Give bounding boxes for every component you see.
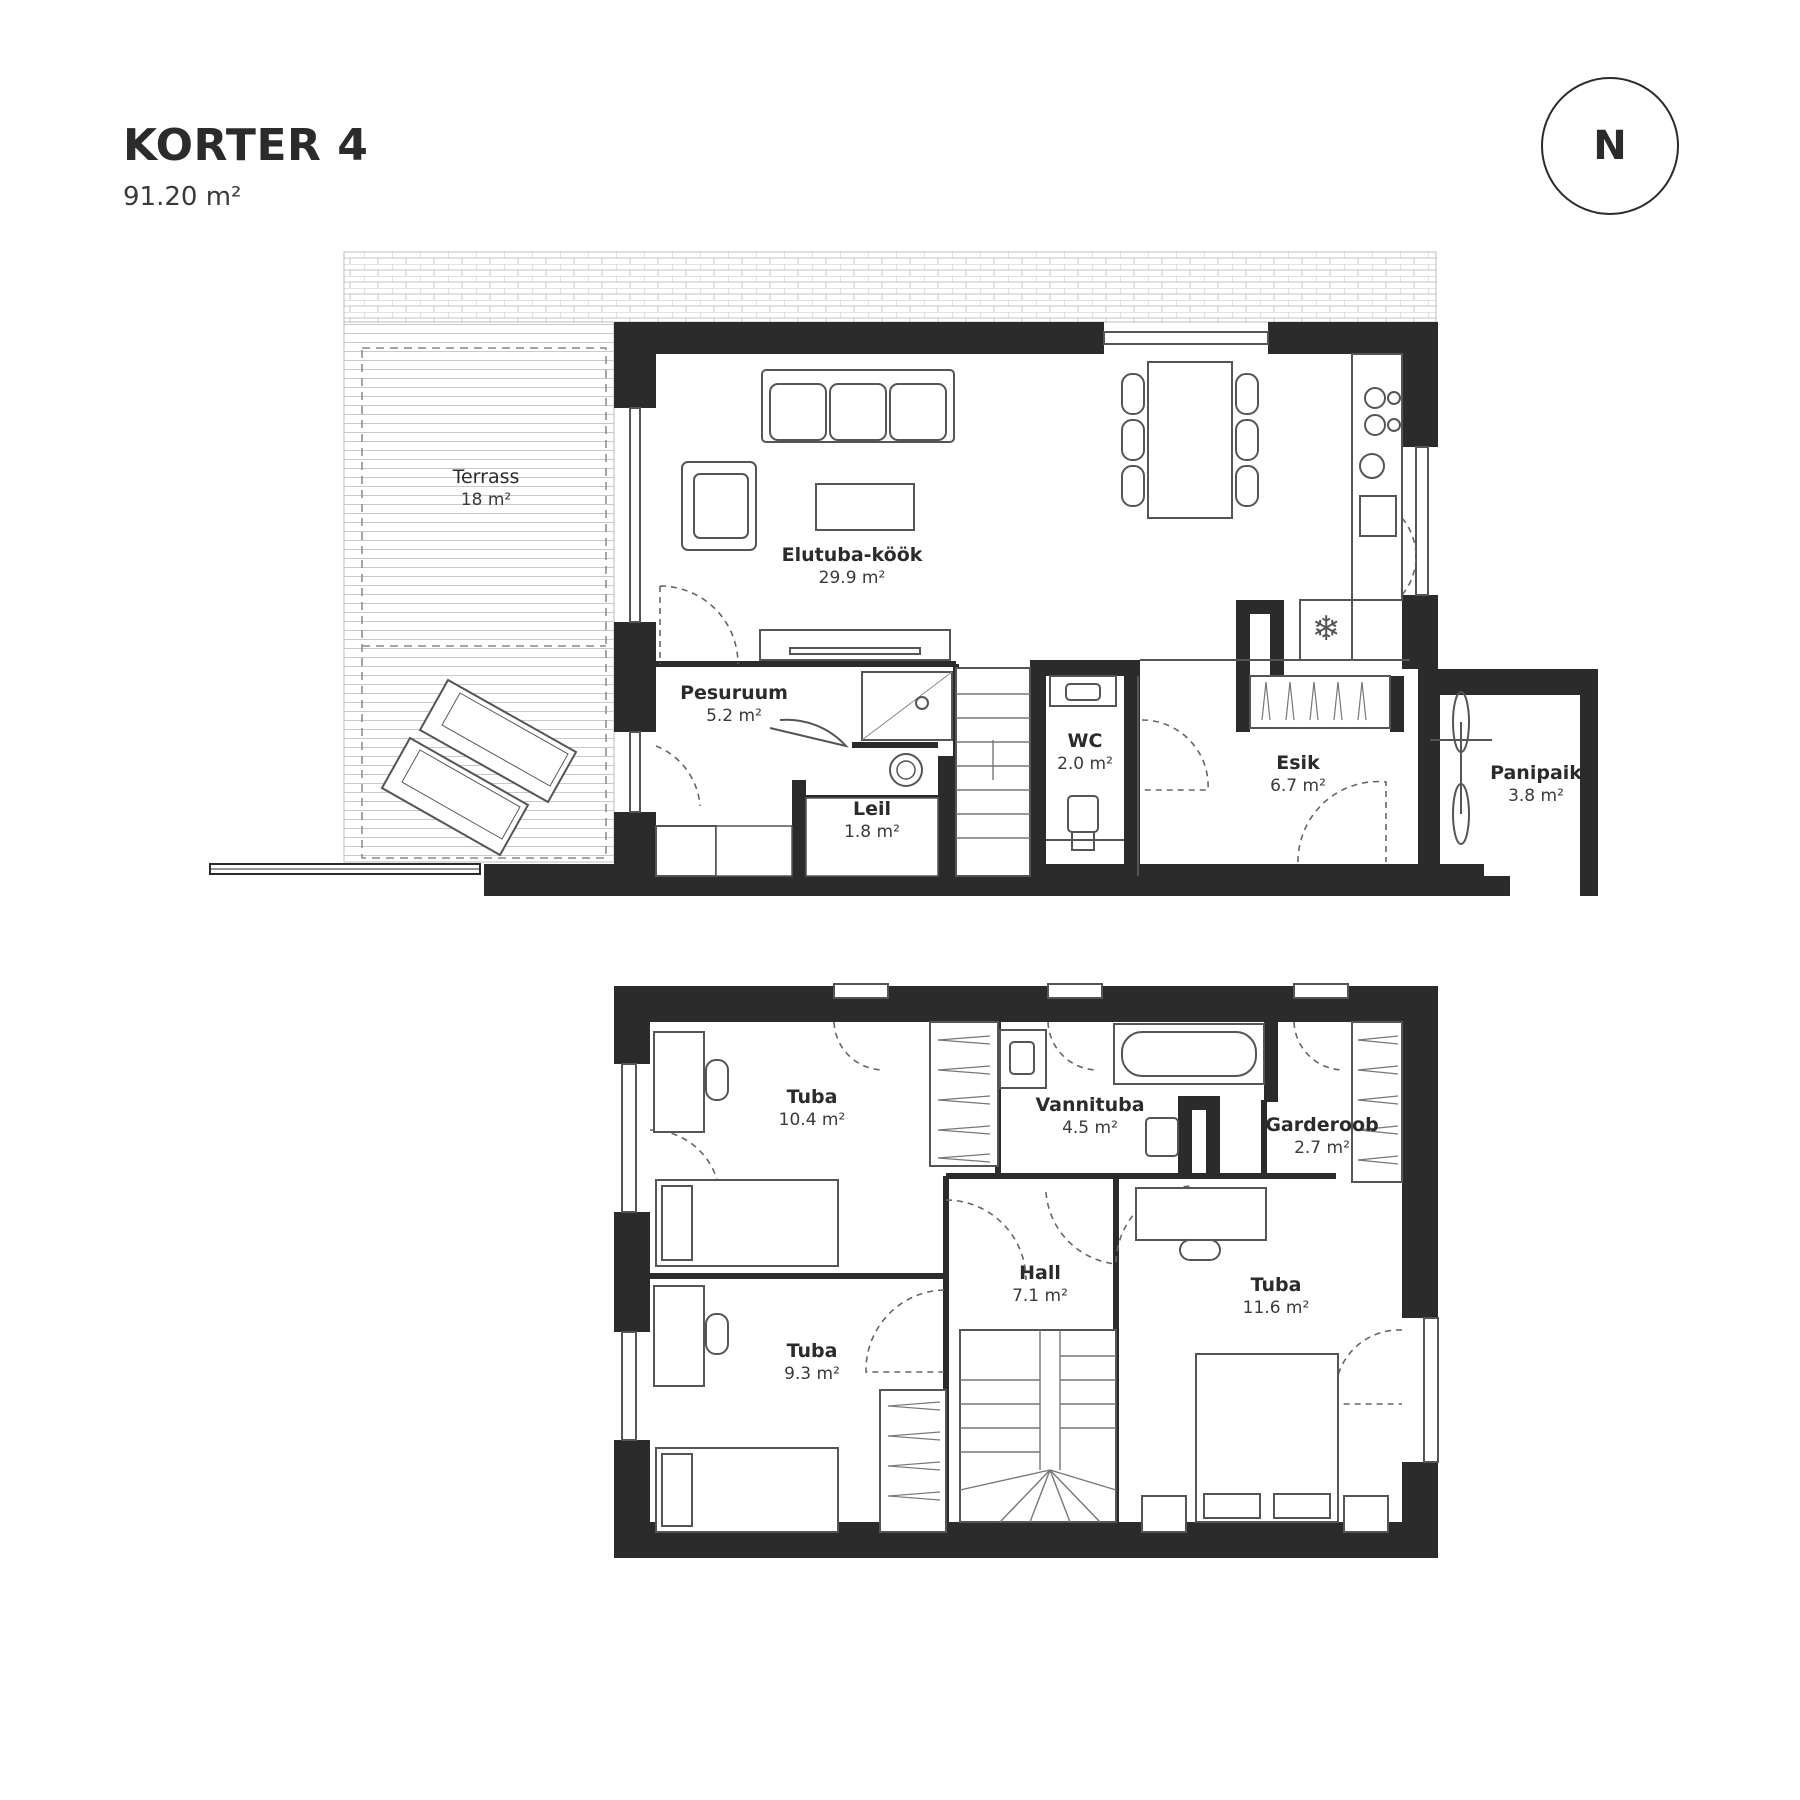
total-area: 91.20 m² xyxy=(123,182,242,212)
room-area: 11.6 m² xyxy=(1242,1297,1310,1318)
room-area: 2.0 m² xyxy=(1057,753,1113,774)
room-label-leil: Leil 1.8 m² xyxy=(844,798,900,843)
nightstand-left xyxy=(1141,1495,1187,1533)
washing-machine xyxy=(655,825,717,877)
desk-room-2 xyxy=(1135,1187,1267,1241)
room-name: Hall xyxy=(1019,1262,1061,1284)
window-upper-east xyxy=(1423,1317,1439,1463)
room-name: Esik xyxy=(1276,752,1320,774)
window-upper-1 xyxy=(833,983,889,999)
room-name: Terrass xyxy=(452,466,520,488)
room-area: 10.4 m² xyxy=(778,1109,846,1130)
boiler xyxy=(715,825,793,877)
room-label-esik: Esik 6.7 m² xyxy=(1270,752,1326,797)
desk-room-1 xyxy=(653,1031,705,1133)
hall-wardrobe xyxy=(1249,675,1391,729)
room-name: Vannituba xyxy=(1035,1094,1145,1116)
room-name: WC xyxy=(1067,730,1103,752)
sun-lounger-1 xyxy=(418,678,578,804)
toilet-upper xyxy=(1145,1117,1179,1157)
room-area: 4.5 m² xyxy=(1062,1117,1118,1138)
desk-room-3 xyxy=(653,1285,705,1387)
room-area: 7.1 m² xyxy=(1012,1285,1068,1306)
room-area: 1.8 m² xyxy=(844,821,900,842)
window-kitchen xyxy=(1415,446,1429,596)
room-label-tuba-10: Tuba 10.4 m² xyxy=(779,1086,846,1131)
compass-north-letter: N xyxy=(1593,123,1627,169)
room-label-tuba-9: Tuba 9.3 m² xyxy=(784,1340,840,1385)
room-area: 9.3 m² xyxy=(784,1363,840,1384)
bath-fixtures xyxy=(999,1023,1265,1157)
terrace-deck xyxy=(343,321,615,863)
north-compass: N xyxy=(1540,76,1690,216)
sauna-stove xyxy=(889,753,923,787)
room-label-vannituba: Vannituba 4.5 m² xyxy=(1035,1094,1144,1139)
room-area: 3.8 m² xyxy=(1508,785,1564,806)
room-name: Tuba xyxy=(786,1086,838,1108)
wardrobe-room-3 xyxy=(879,1389,947,1533)
room-label-tuba-11: Tuba 11.6 m² xyxy=(1243,1274,1310,1319)
facade-strip xyxy=(343,251,1437,323)
ground-staircase xyxy=(955,667,1031,877)
room-name: Panipaik xyxy=(1490,762,1582,784)
freezer-icon: ❄ xyxy=(1312,609,1341,649)
wardrobe-room-1 xyxy=(929,1021,999,1167)
tv-stand xyxy=(759,629,951,661)
upper-floor xyxy=(614,983,1439,1558)
room-area: 29.9 m² xyxy=(818,567,886,588)
window-north xyxy=(1103,331,1269,345)
room-area: 2.7 m² xyxy=(1294,1137,1350,1158)
ground-walls xyxy=(484,322,1598,896)
kitchen-counter xyxy=(1299,353,1403,661)
living-furniture xyxy=(681,369,955,661)
room-label-elutuba-kook: Elutuba-köök 29.9 m² xyxy=(782,544,923,589)
room-label-terrass: Terrass 18 m² xyxy=(453,466,520,511)
coffee-table xyxy=(815,483,915,531)
window-terrace-wall xyxy=(629,407,641,623)
room-label-panipaik: Panipaik 3.8 m² xyxy=(1490,762,1582,807)
sauna-bench xyxy=(805,797,939,877)
window-upper-west-2 xyxy=(621,1331,637,1441)
room-name: Garderoob xyxy=(1265,1114,1379,1136)
room-area: 6.7 m² xyxy=(1270,775,1326,796)
room-label-wc: WC 2.0 m² xyxy=(1057,730,1113,775)
nightstand-right xyxy=(1343,1495,1389,1533)
room-name: Tuba xyxy=(1250,1274,1302,1296)
window-upper-3 xyxy=(1293,983,1349,999)
ground-floor: ❄ xyxy=(209,251,1598,896)
window-upper-2 xyxy=(1047,983,1103,999)
room-area: 5.2 m² xyxy=(706,705,762,726)
window-upper-west-1 xyxy=(621,1063,637,1213)
room-name: Elutuba-köök xyxy=(781,544,923,566)
room-name: Pesuruum xyxy=(680,682,788,704)
room-label-hall: Hall 7.1 m² xyxy=(1012,1262,1068,1307)
room-name: Tuba xyxy=(786,1340,838,1362)
room-name: Leil xyxy=(852,798,892,820)
room-label-garderoob: Garderoob 2.7 m² xyxy=(1265,1114,1378,1159)
plan-title: KORTER 4 xyxy=(123,120,369,171)
bicycle-icon xyxy=(1430,691,1492,845)
room-label-pesuruum: Pesuruum 5.2 m² xyxy=(680,682,788,727)
wc-fixtures xyxy=(1046,675,1124,851)
upper-staircase xyxy=(959,1329,1117,1523)
dining-table xyxy=(1121,361,1259,519)
room-area: 18 m² xyxy=(460,489,512,510)
sauna-door xyxy=(769,718,849,748)
window-pesuruum xyxy=(629,731,641,813)
sun-lounger-2 xyxy=(380,736,530,857)
